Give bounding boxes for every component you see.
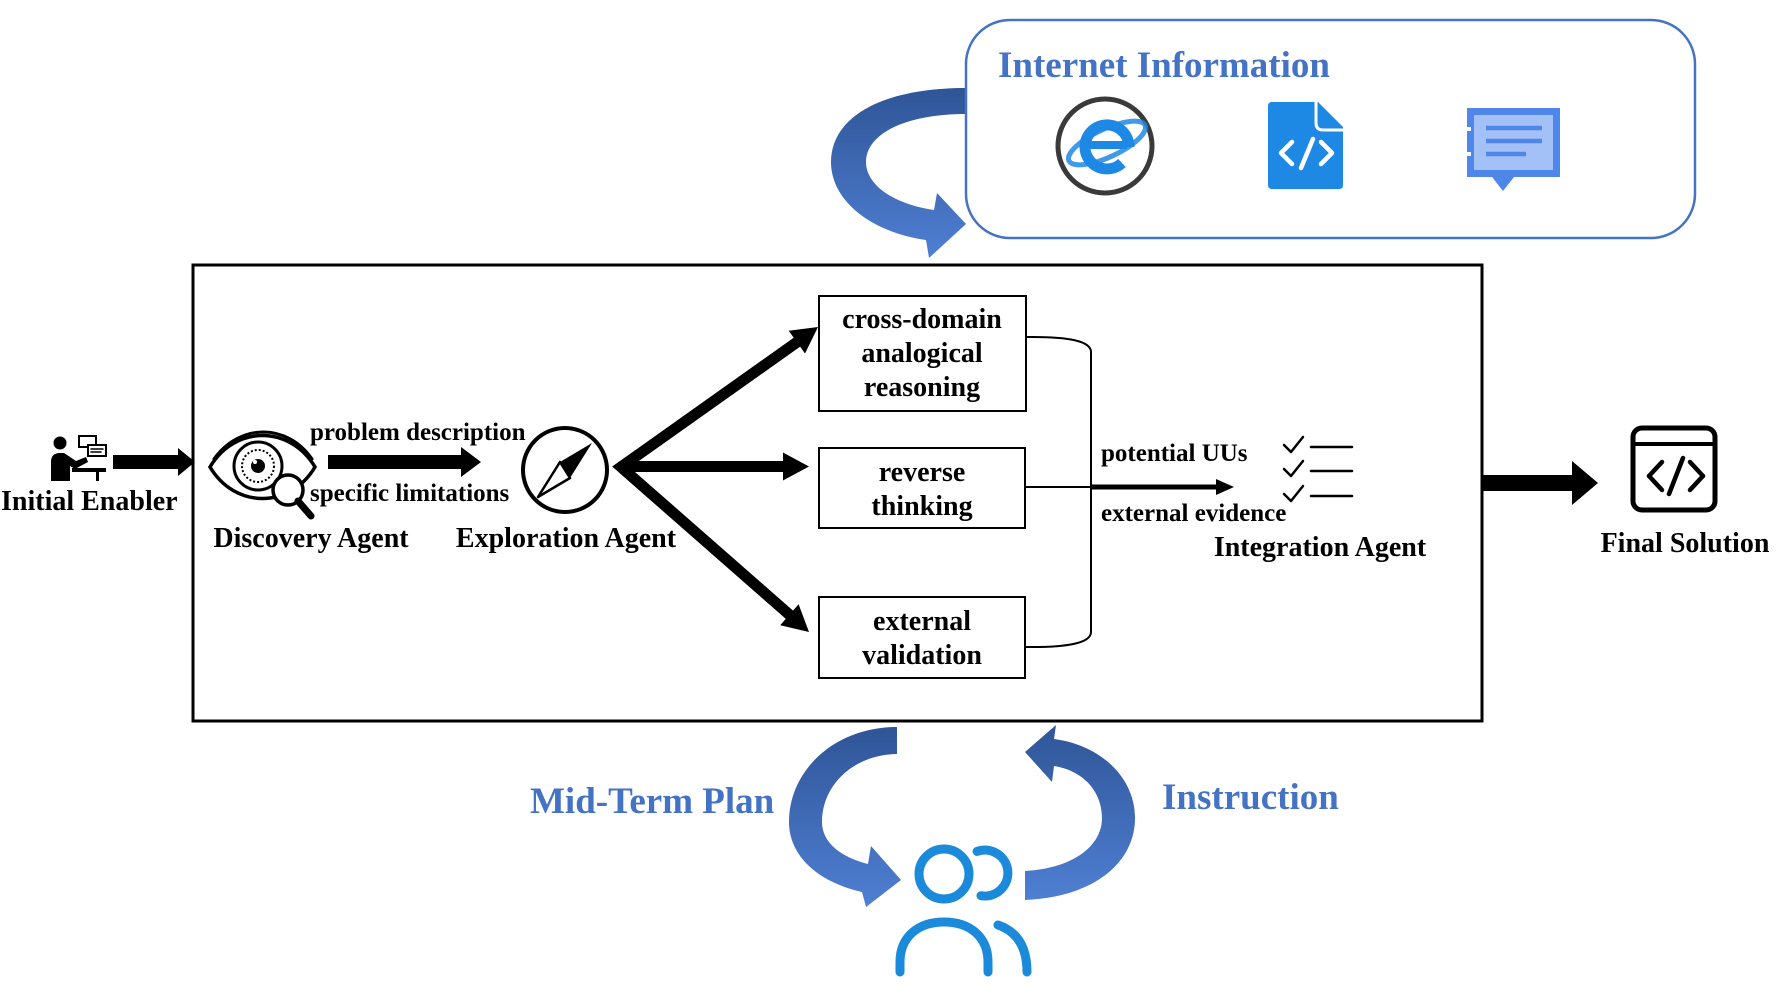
strategy-box-reverse-thinking: reverse thinking (818, 447, 1026, 529)
strategy-line: validation (862, 640, 982, 671)
final-solution-label: Final Solution (1601, 528, 1770, 559)
checklist-icon (1282, 435, 1354, 503)
strategy-line: reverse (879, 457, 966, 488)
strategy-line: external (873, 606, 971, 637)
chat-document-icon (1465, 108, 1560, 191)
internet-feedback-curved-arrow (831, 88, 966, 258)
strategy-line: reasoning (864, 372, 980, 403)
arrow-to-final-solution (1482, 461, 1598, 505)
strategy-merge-bracket (1024, 335, 1092, 649)
eye-magnifier-icon (207, 430, 318, 520)
users-icon (895, 844, 1032, 977)
internet-panel-title: Internet Information (998, 45, 1330, 86)
arrowhead-reverse-thinking (783, 452, 809, 481)
strategy-line: analogical (861, 338, 983, 369)
mid-term-plan-curved-arrow (789, 727, 901, 907)
code-window-icon (1630, 425, 1718, 513)
arrowhead-external-validation (780, 604, 809, 632)
instruction-label: Instruction (1162, 777, 1339, 818)
initial-enabler-label: Initial Enabler (1, 486, 178, 517)
arrow-to-cross-domain (612, 335, 804, 622)
arrow-enabler-to-discovery (113, 448, 195, 476)
external-evidence-label: external evidence (1101, 500, 1286, 527)
integration-agent-label: Integration Agent (1214, 532, 1427, 563)
strategy-line: cross-domain (842, 304, 1002, 335)
mid-term-plan-label: Mid-Term Plan (530, 781, 775, 822)
arrow-discovery-to-exploration (328, 447, 481, 477)
problem-description-label: problem description (310, 419, 526, 446)
discovery-agent-label: Discovery Agent (213, 523, 409, 554)
internet-explorer-icon (1055, 96, 1155, 196)
strategy-box-external-validation: external validation (818, 596, 1026, 679)
exploration-agent-label: Exploration Agent (456, 523, 677, 554)
arrow-to-integration (1091, 479, 1234, 495)
specific-limitations-label: specific limitations (310, 480, 510, 507)
instruction-curved-arrow (1025, 725, 1135, 900)
strategy-line: thinking (871, 491, 972, 522)
internet-information-panel: Internet Information (964, 18, 1697, 240)
arrowhead-cross-domain (788, 327, 818, 354)
strategy-box-cross-domain: cross-domain analogical reasoning (818, 295, 1027, 412)
compass-icon (521, 426, 609, 514)
code-file-icon (1268, 100, 1345, 189)
system-frame (191, 263, 1484, 723)
potential-uus-label: potential UUs (1101, 440, 1248, 467)
user-presenting-icon (51, 435, 107, 481)
strategy-fan-arrows (612, 327, 818, 632)
